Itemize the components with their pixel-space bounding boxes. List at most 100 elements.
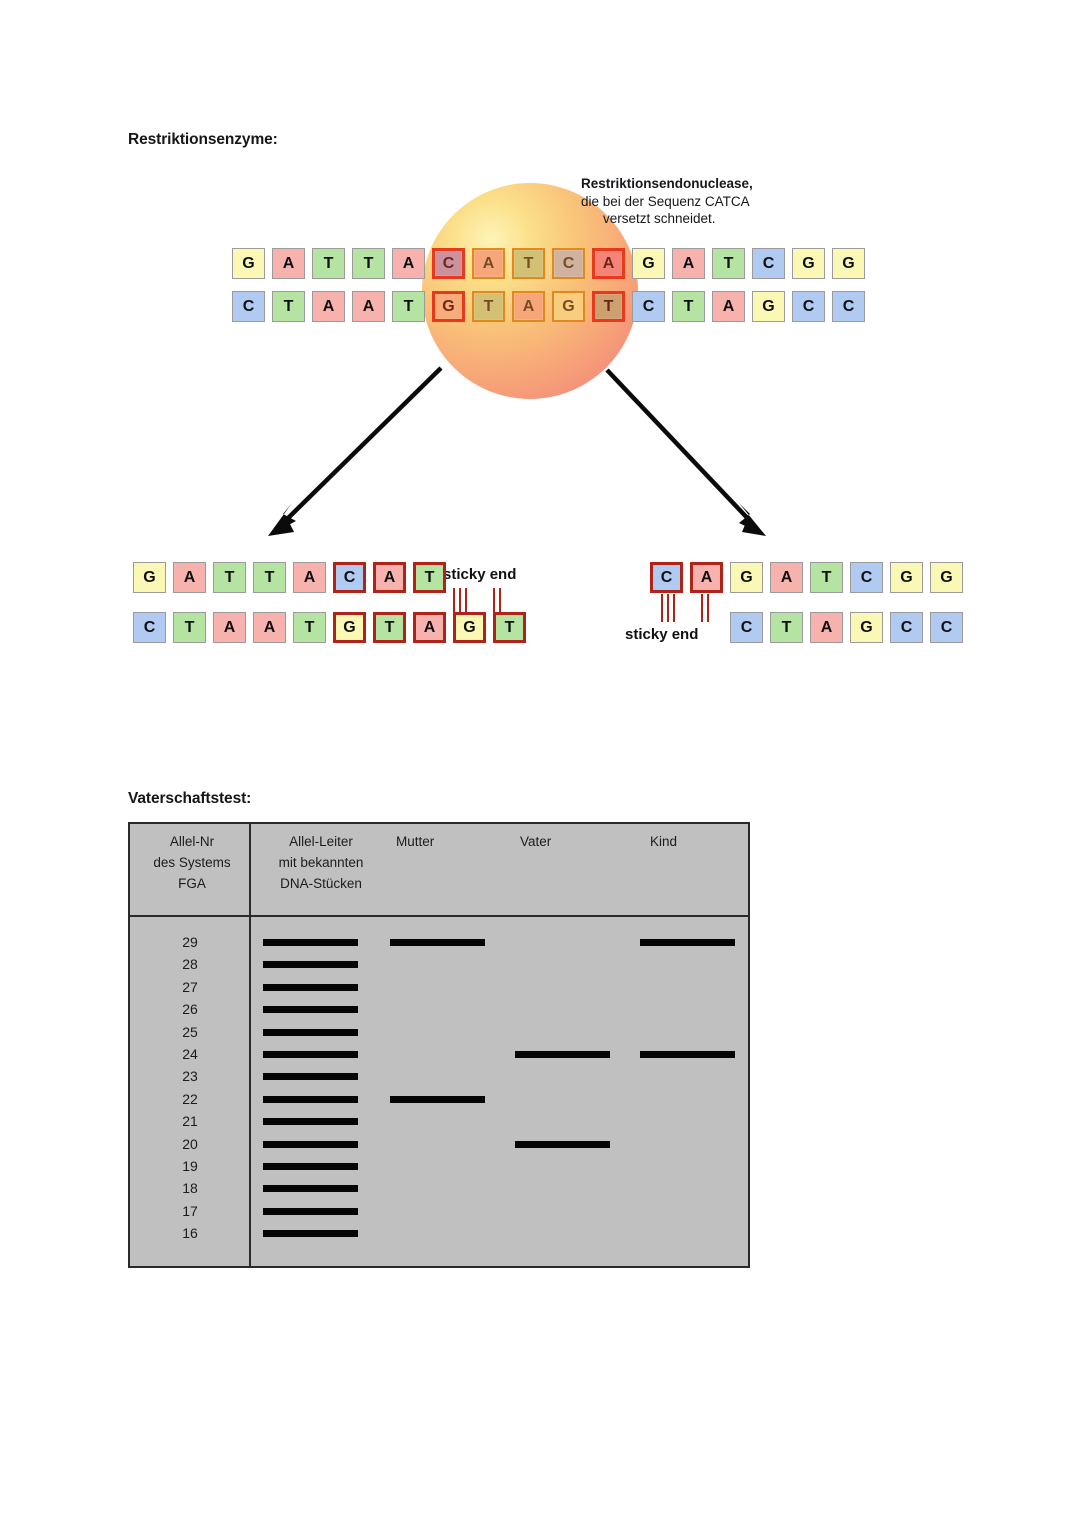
dna-base-g: G xyxy=(890,562,923,593)
dna-base-c: C xyxy=(792,291,825,322)
gel-band-ladder xyxy=(263,1185,358,1193)
allele-number: 23 xyxy=(182,1068,198,1085)
gel-band-ladder xyxy=(263,1095,358,1103)
gel-header-ladder-line-1: Allel-Leiter xyxy=(289,834,353,849)
gel-column-divider xyxy=(249,824,251,1266)
arrow-right-icon xyxy=(605,368,766,536)
gel-row: 19 xyxy=(130,1156,748,1178)
allele-number: 24 xyxy=(182,1046,198,1062)
gel-band-ladder xyxy=(263,1006,358,1014)
gel-band-ladder xyxy=(263,961,358,969)
dna-base-c: C xyxy=(552,248,585,279)
gel-band-ladder xyxy=(263,1207,358,1215)
dna-base-t: T xyxy=(770,612,803,643)
dna-base-t: T xyxy=(493,612,526,643)
dna-base-c: C xyxy=(890,612,923,643)
dna-base-c: C xyxy=(432,248,465,279)
sticky-tick xyxy=(453,588,455,614)
dna-base-g: G xyxy=(432,291,465,322)
dna-base-g: G xyxy=(453,612,486,643)
gel-band-ladder xyxy=(263,1028,358,1036)
dna-base-t: T xyxy=(592,291,625,322)
allele-number: 29 xyxy=(182,934,198,950)
gel-band-ladder xyxy=(263,1230,358,1238)
gel-header-mutter: Mutter xyxy=(396,834,435,849)
dna-base-a: A xyxy=(810,612,843,643)
allele-number: 19 xyxy=(182,1158,198,1174)
cut-arrows xyxy=(268,366,766,536)
gel-header-allele-nr: Allel-Nr des Systems FGA xyxy=(136,832,248,895)
gel-header-allele-nr-line-3: FGA xyxy=(178,875,206,891)
sticky-tick xyxy=(707,594,709,622)
gel-band-kind xyxy=(640,939,735,946)
dna-base-a: A xyxy=(392,248,425,279)
dna-base-g: G xyxy=(632,248,665,279)
dna-base-c: C xyxy=(730,612,763,643)
dna-base-g: G xyxy=(752,291,785,322)
dna-base-a: A xyxy=(352,291,385,322)
gel-header-vater: Vater xyxy=(520,834,552,849)
gel-header-kind: Kind xyxy=(650,834,678,849)
dna-base-t: T xyxy=(213,562,246,593)
gel-header-ladder-line-2: mit bekannten xyxy=(278,854,364,870)
allele-number: 21 xyxy=(182,1113,198,1130)
dna-base-t: T xyxy=(352,248,385,279)
allele-number: 22 xyxy=(182,1090,198,1107)
dna-base-c: C xyxy=(752,248,785,279)
dna-base-g: G xyxy=(930,562,963,593)
page-title-vaterschaftstest: Vaterschaftstest: xyxy=(128,790,252,807)
dna-base-g: G xyxy=(792,248,825,279)
dna-base-g: G xyxy=(133,562,166,593)
dna-base-c: C xyxy=(650,562,683,593)
dna-base-a: A xyxy=(712,291,745,322)
dna-base-a: A xyxy=(592,248,625,279)
dna-base-t: T xyxy=(293,612,326,643)
allele-number: 27 xyxy=(182,978,198,995)
gel-row: 17 xyxy=(130,1201,748,1223)
gel-row: 18 xyxy=(130,1178,748,1200)
dna-base-spacer xyxy=(650,612,683,643)
gel-band-ladder xyxy=(263,1163,358,1170)
dna-base-c: C xyxy=(832,291,865,322)
gel-row: 22 xyxy=(130,1089,748,1111)
gel-band-ladder xyxy=(263,1140,358,1148)
gel-row: 24 xyxy=(130,1044,748,1066)
enzyme-caption: Restriktionsendonuclease, die bei der Se… xyxy=(581,175,871,228)
allele-number: 25 xyxy=(182,1023,198,1040)
arrow-left-icon xyxy=(268,366,443,536)
dna-base-c: C xyxy=(930,612,963,643)
sticky-tick xyxy=(465,588,467,614)
enzyme-caption-line-1: Restriktionsendonuclease, xyxy=(581,176,753,191)
gel-row: 28 xyxy=(130,954,748,976)
gel-header-ladder-line-3: DNA-Stücken xyxy=(280,875,362,891)
gel-band-ladder xyxy=(263,1073,358,1081)
dna-base-a: A xyxy=(213,612,246,643)
sticky-end-label-right: sticky end xyxy=(625,626,699,643)
gel-header-allele-nr-line-2: des Systems xyxy=(153,854,231,870)
dna-base-t: T xyxy=(472,291,505,322)
dna-base-c: C xyxy=(632,291,665,322)
dna-base-t: T xyxy=(392,291,425,322)
gel-band-kind xyxy=(640,1051,735,1058)
dna-base-c: C xyxy=(133,612,166,643)
restriction-enzyme-diagram: Restriktionsendonuclease, die bei der Se… xyxy=(0,0,1080,700)
dna-base-t: T xyxy=(272,291,305,322)
dna-base-a: A xyxy=(690,562,723,593)
enzyme-caption-line-2: die bei der Sequenz CATCA xyxy=(581,193,750,209)
gel-band-mutter xyxy=(390,1095,485,1103)
dna-base-a: A xyxy=(173,562,206,593)
dna-base-t: T xyxy=(373,612,406,643)
gel-row: 20 xyxy=(130,1134,748,1156)
gel-row: 26 xyxy=(130,999,748,1021)
gel-row: 25 xyxy=(130,1022,748,1044)
dna-base-g: G xyxy=(730,562,763,593)
sticky-tick xyxy=(701,594,703,622)
dna-base-t: T xyxy=(712,248,745,279)
dna-base-c: C xyxy=(232,291,265,322)
sticky-tick xyxy=(499,588,501,614)
